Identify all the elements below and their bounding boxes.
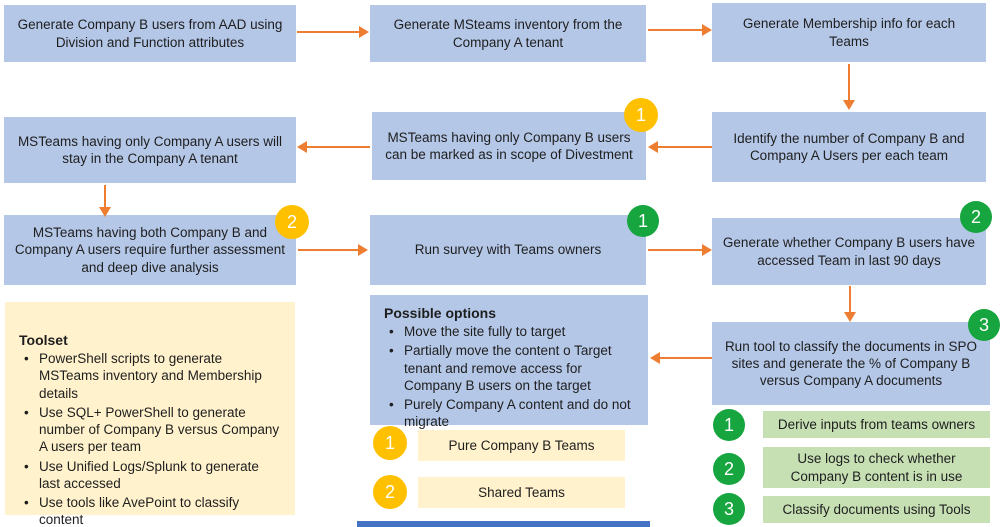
arrow-line-both-to-survey xyxy=(298,249,358,251)
flow-node-generate-membership: Generate Membership info for each Teams xyxy=(712,3,986,62)
flow-node-generate-access: Generate whether Company B users have ac… xyxy=(712,218,986,285)
possible-options-list: Move the site fully to target Partially … xyxy=(384,323,638,431)
arrow-line-membership-to-identify xyxy=(848,64,850,100)
possible-options-item: Partially move the content o Target tena… xyxy=(384,342,638,394)
arrow-line-inventory-to-membership xyxy=(648,29,702,31)
legend-orange-label-1: Pure Company B Teams xyxy=(418,430,625,461)
arrow-head-survey-to-access xyxy=(702,244,712,256)
arrow-head-identify-to-only-b xyxy=(648,141,658,153)
toolset-item: Use SQL+ PowerShell to generate number o… xyxy=(19,404,283,456)
possible-options-item: Move the site fully to target xyxy=(384,323,638,341)
possible-options-title: Possible options xyxy=(384,305,497,321)
flow-node-identify-numbers: Identify the number of Company B and Com… xyxy=(712,112,986,182)
possible-options-panel: Possible options Move the site fully to … xyxy=(370,295,648,429)
badge-green-1-on-run-survey: 1 xyxy=(627,205,659,237)
badge-orange-2-on-both-companies: 2 xyxy=(275,205,309,239)
flow-node-generate-inventory: Generate MSteams inventory from the Comp… xyxy=(370,5,646,62)
toolset-item: PowerShell scripts to generate MSTeams i… xyxy=(19,350,283,402)
badge-green-2-on-generate-access: 2 xyxy=(960,201,992,233)
arrow-head-users-to-inventory xyxy=(359,26,369,38)
badge-orange-1-on-only-company-b: 1 xyxy=(624,98,658,132)
flow-node-only-company-b: MSTeams having only Company B users can … xyxy=(372,112,646,180)
toolset-panel: Toolset PowerShell scripts to generate M… xyxy=(5,302,295,527)
toolset-item: Use Unified Logs/Splunk to generate last… xyxy=(19,458,283,493)
arrow-head-runtool-to-options xyxy=(650,352,660,364)
legend-green-circle-2: 2 xyxy=(713,453,745,485)
arrow-head-membership-to-identify xyxy=(843,100,855,110)
arrow-line-identify-to-only-b xyxy=(657,146,712,148)
arrow-line-runtool-to-options xyxy=(659,357,712,359)
arrow-line-only-b-to-only-a xyxy=(306,146,370,148)
flow-node-run-tool-classify: Run tool to classify the documents in SP… xyxy=(712,322,990,405)
arrow-line-access-to-runtool xyxy=(849,286,851,312)
flow-node-generate-users: Generate Company B users from AAD using … xyxy=(4,5,296,62)
badge-green-3-on-run-tool-classify: 3 xyxy=(968,309,1000,341)
legend-green-label-2: Use logs to check whether Company B cont… xyxy=(763,447,990,488)
legend-green-circle-3: 3 xyxy=(713,493,745,525)
arrow-head-only-b-to-only-a xyxy=(297,141,307,153)
toolset-item: Use tools like AvePoint to classify cont… xyxy=(19,494,283,527)
flow-node-only-company-a: MSTeams having only Company A users will… xyxy=(4,117,296,183)
arrow-head-access-to-runtool xyxy=(844,312,856,322)
legend-orange-label-2: Shared Teams xyxy=(418,477,625,508)
arrow-head-only-a-to-both xyxy=(99,207,111,217)
legend-green-label-3: Classify documents using Tools xyxy=(763,496,990,523)
possible-options-item: Purely Company A content and do not migr… xyxy=(384,396,638,431)
flow-node-run-survey: Run survey with Teams owners xyxy=(370,215,646,285)
legend-green-label-1: Derive inputs from teams owners xyxy=(763,411,990,438)
arrow-line-survey-to-access xyxy=(648,249,702,251)
legend-orange-circle-2: 2 xyxy=(373,475,407,509)
legend-green-circle-1: 1 xyxy=(713,409,745,441)
legend-orange-circle-1: 1 xyxy=(373,426,407,460)
arrow-line-users-to-inventory xyxy=(297,31,359,33)
flow-node-both-companies: MSTeams having both Company B and Compan… xyxy=(4,215,296,285)
toolset-list: PowerShell scripts to generate MSTeams i… xyxy=(19,350,283,527)
toolset-title: Toolset xyxy=(19,332,68,348)
arrow-head-inventory-to-membership xyxy=(702,24,712,36)
bottom-cropped-shape xyxy=(357,521,650,527)
arrow-head-both-to-survey xyxy=(358,244,368,256)
arrow-line-only-a-to-both xyxy=(104,185,106,207)
